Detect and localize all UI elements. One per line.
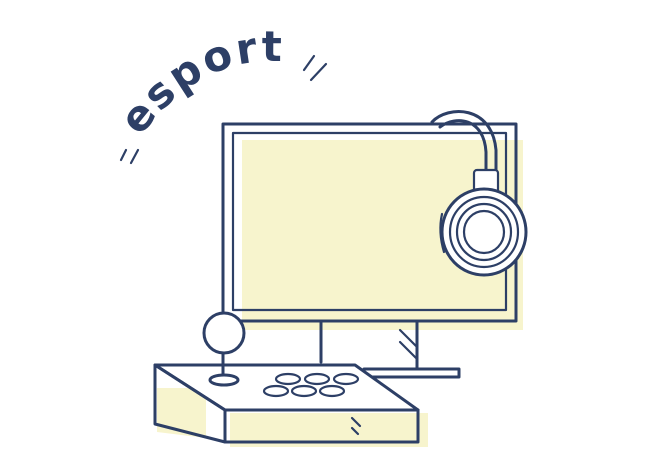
joystick-base: [208, 373, 240, 387]
stick-buttons: [262, 372, 360, 398]
ear-cup-outer: [440, 187, 528, 277]
stick-button: [332, 372, 360, 386]
stick-side-fill: [157, 388, 206, 438]
stick-button: [274, 372, 302, 386]
stick-button: [303, 372, 331, 386]
stick-button: [290, 384, 318, 398]
stick-button: [318, 384, 346, 398]
joystick-ball: [202, 311, 246, 355]
excitement-marks-right: [302, 54, 328, 82]
title-path: esports: [0, 0, 282, 143]
stick-button: [262, 384, 290, 398]
arcade-stick-icon: [153, 311, 428, 447]
stick-side: [153, 363, 227, 444]
monitor-stand-base: [362, 367, 461, 379]
title-text: esports: [0, 0, 285, 143]
excitement-marks-left: [119, 148, 140, 165]
headphones-icon: [430, 110, 528, 277]
